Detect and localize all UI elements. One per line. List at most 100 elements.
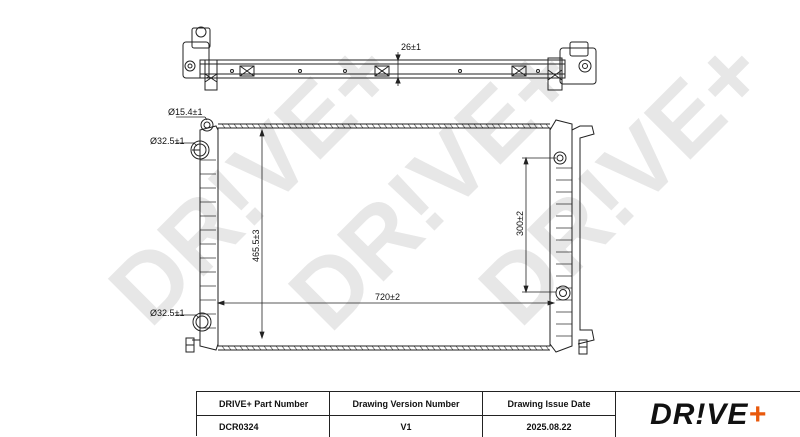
- drawing-stroke: [395, 123, 400, 129]
- drawing-stroke: [269, 345, 274, 351]
- drawing-stroke: [335, 123, 340, 129]
- drawing-stroke: [419, 345, 424, 351]
- drawing-stroke: [257, 345, 262, 351]
- drawing-stroke: [293, 123, 298, 129]
- drawing-stroke: [419, 123, 424, 129]
- part-number-value: DCR0324: [197, 416, 330, 437]
- drawing-stroke: [359, 345, 364, 351]
- drawing-stroke: [431, 345, 436, 351]
- drawing-stroke: [407, 123, 412, 129]
- drawing-stroke: [257, 123, 262, 129]
- drawing-stroke: [245, 123, 250, 129]
- left-tank: [199, 125, 219, 351]
- drawing-stroke: [479, 123, 484, 129]
- drawing-stroke: [515, 345, 520, 351]
- drawing-stroke: [443, 123, 448, 129]
- drawing-stroke: [455, 345, 460, 351]
- drawing-stroke: [497, 345, 502, 351]
- drawing-stroke: [449, 345, 454, 351]
- part-number-label: DRIVE+ Part Number: [197, 392, 330, 416]
- drawing-stroke: [377, 345, 382, 351]
- drawing-stroke: [389, 123, 394, 129]
- drawing-stroke: [251, 123, 256, 129]
- drawing-stroke: [491, 345, 496, 351]
- drawing-stroke: [299, 345, 304, 351]
- drawing-stroke: [401, 345, 406, 351]
- version-label: Drawing Version Number: [330, 392, 483, 416]
- drawing-stroke: [443, 345, 448, 351]
- drawing-stroke: [437, 345, 442, 351]
- drawing-stroke: [485, 123, 490, 129]
- right-lower-port: [555, 285, 571, 301]
- front-view: [185, 118, 595, 355]
- dim-port-spacing: 300±2: [515, 211, 525, 236]
- drawing-stroke: [383, 345, 388, 351]
- drawing-stroke: [347, 123, 352, 129]
- drawing-stroke: [299, 123, 304, 129]
- drawing-stroke: [491, 123, 496, 129]
- drawing-stroke: [425, 345, 430, 351]
- drawing-stroke: [461, 123, 466, 129]
- drawing-stroke: [305, 345, 310, 351]
- issue-date-value: 2025.08.22: [483, 416, 616, 437]
- drawing-stroke: [329, 345, 334, 351]
- logo-text: DR!VE: [650, 397, 749, 431]
- drawing-stroke: [287, 345, 292, 351]
- drawing-stroke: [239, 123, 244, 129]
- drawing-stroke: [275, 345, 280, 351]
- drawing-stroke: [473, 345, 478, 351]
- drawing-stroke: [479, 345, 484, 351]
- rail-brackets: [230, 65, 540, 77]
- core-fins-top: [221, 123, 550, 129]
- drawing-stroke: [227, 123, 232, 129]
- drawing-stroke: [233, 123, 238, 129]
- drawing-stroke: [281, 345, 286, 351]
- drawing-stroke: [311, 345, 316, 351]
- drawing-stroke: [335, 345, 340, 351]
- drawing-stroke: [365, 123, 370, 129]
- drawing-stroke: [371, 345, 376, 351]
- drawing-stroke: [389, 345, 394, 351]
- drawing-stroke: [407, 345, 412, 351]
- drawing-stroke: [359, 123, 364, 129]
- drawing-stroke: [305, 123, 310, 129]
- drawing-stroke: [269, 123, 274, 129]
- drawing-stroke: [239, 345, 244, 351]
- drawing-stroke: [401, 123, 406, 129]
- drawing-stroke: [353, 123, 358, 129]
- left-inlet-pipe: [190, 140, 210, 160]
- dim-pipe-top: Ø15.4±1: [168, 107, 202, 117]
- drawing-stroke: [323, 345, 328, 351]
- drawing-stroke: [545, 345, 550, 351]
- brand-logo: DR!VE+: [616, 392, 800, 437]
- logo-plus: +: [748, 397, 767, 431]
- drawing-stroke: [245, 345, 250, 351]
- drawing-stroke: [293, 345, 298, 351]
- dim-core-height: 465.5±3: [251, 230, 261, 262]
- drawing-stroke: [329, 123, 334, 129]
- drawing-stroke: [281, 123, 286, 129]
- drawing-stroke: [461, 345, 466, 351]
- dimension-lines: [176, 116, 556, 340]
- drawing-stroke: [353, 345, 358, 351]
- drawing-stroke: [275, 123, 280, 129]
- drawing-stroke: [545, 123, 550, 129]
- drawing-stroke: [413, 345, 418, 351]
- drawing-stroke: [539, 345, 544, 351]
- dim-core-width: 720±2: [375, 292, 400, 302]
- drawing-stroke: [227, 345, 232, 351]
- drawing-stroke: [467, 123, 472, 129]
- drawing-stroke: [233, 345, 238, 351]
- drawing-stroke: [413, 123, 418, 129]
- drawing-stroke: [221, 123, 226, 129]
- drawing-stroke: [365, 345, 370, 351]
- left-outlet-pipe: [192, 312, 212, 332]
- drawing-stroke: [533, 123, 538, 129]
- drawing-stroke: [317, 345, 322, 351]
- drawing-stroke: [497, 123, 502, 129]
- drawing-stroke: [521, 123, 526, 129]
- drawing-stroke: [431, 123, 436, 129]
- drawing-stroke: [485, 345, 490, 351]
- drawing-stroke: [371, 123, 376, 129]
